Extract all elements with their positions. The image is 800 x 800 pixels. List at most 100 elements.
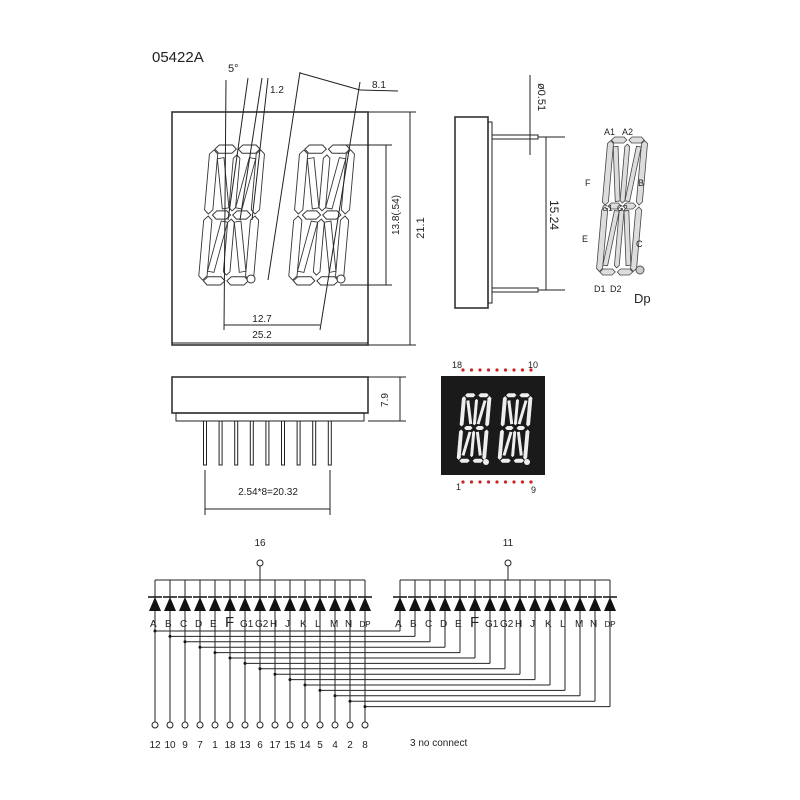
photo-digit-1 [456,392,493,464]
segment-k [206,220,229,273]
diode-icon [604,597,616,611]
diode-icon [359,597,371,611]
segment-n [475,430,483,457]
segment-a2 [518,392,531,398]
pin-dot [520,480,525,484]
pin-dot [503,480,508,484]
segment-f [204,149,219,215]
pin [312,420,317,466]
pin-number: 4 [332,740,338,751]
segment-a2 [628,136,645,144]
pin-9 [181,721,189,729]
pin-dot [486,368,491,372]
segment-label-b: B [165,619,172,630]
seg-label-c: C [636,239,643,249]
pin-dot [469,480,474,484]
seg-label-f: F [585,178,591,188]
segment-d1 [202,276,226,286]
seg-label-e: E [582,234,588,244]
diode-icon [574,597,586,611]
pin-dot [495,368,499,372]
common-pin-label: 16 [254,538,266,549]
pin-label-10: 10 [528,360,538,370]
diode-icon [269,597,281,611]
segment-a2 [237,144,261,154]
pin [281,420,285,466]
segment-label-j: J [285,619,290,630]
segment-i [619,143,631,204]
pin-17 [271,721,279,729]
schematic: 16A12B10C9D7E1F18G113G26H17J15K14L5M4N2D… [148,538,617,751]
diode-icon [299,597,311,611]
seg-label-d1: D1 [594,284,606,294]
segment-f [500,395,508,428]
segment-h [306,157,320,210]
segment-label-e: E [455,619,462,630]
pin-dot [512,368,516,372]
diode-icon [394,597,406,611]
diode-icon [529,597,541,611]
segment-label-g1: G1 [485,619,499,630]
segment-d1 [499,458,512,464]
segment-f [601,140,614,206]
pin-13 [241,721,249,729]
segment-width-label: 1.2 [270,85,284,96]
pin-dot [461,368,465,372]
segment-f [459,395,467,428]
diode-icon [439,597,451,611]
diode-icon [209,597,221,611]
segment-label-k: K [300,619,307,630]
segment-label-g2: G2 [255,619,269,630]
seg-label-dp: Dp [634,291,651,306]
display-photo: 18 10 1 9 [441,360,545,495]
pin-diameter-label: ø0.51 [535,83,547,111]
pin-dot [461,480,465,484]
row-spacing-label: 15.24 [547,200,561,230]
digit-spacing-label: 12.7 [252,314,272,325]
segment-n [623,210,632,267]
segment-a1 [505,392,518,398]
segment-h [465,399,473,426]
segment-g2 [231,210,252,220]
segment-label-g2: G2 [500,619,514,630]
segment-d2 [471,458,484,464]
segment-c [630,206,643,272]
pin-number: 9 [182,740,188,751]
diode-icon [544,597,556,611]
front-digit-1 [198,144,265,286]
segment-label-n: N [345,619,352,630]
segment-e [288,215,303,281]
pin-number: 2 [347,740,353,751]
pin-dot [503,368,508,372]
slant-pitch-label: 8.1 [372,80,386,91]
pin-dot [529,368,533,372]
segment-label-h: H [270,619,277,630]
pin-number: 1 [212,740,218,751]
segment-h [216,157,230,210]
segment-i [513,397,520,427]
pin-dot [478,368,482,372]
segment-g2 [321,210,342,220]
segment-label-a: A [395,619,402,630]
segment-label-l: L [315,619,321,630]
segment-label-n: N [590,619,597,630]
segment-i [472,397,479,427]
segment-h [506,399,514,426]
segment-j [624,145,642,202]
diode-icon [284,597,296,611]
part-number: 05422A [152,49,204,66]
segment-k [296,220,319,273]
segment-b [525,395,534,428]
segment-k [501,430,514,457]
segment-d1 [599,268,616,276]
segment-n [323,220,337,273]
segment-g1 [504,425,515,431]
photo-digit-2 [497,392,534,464]
diode-icon [484,597,496,611]
pin-12 [151,721,159,729]
pin-number: 5 [317,740,323,751]
segment-label-h: H [515,619,522,630]
segment-h [612,145,621,202]
segment-g1 [463,425,474,431]
common-pin-16 [256,559,264,567]
